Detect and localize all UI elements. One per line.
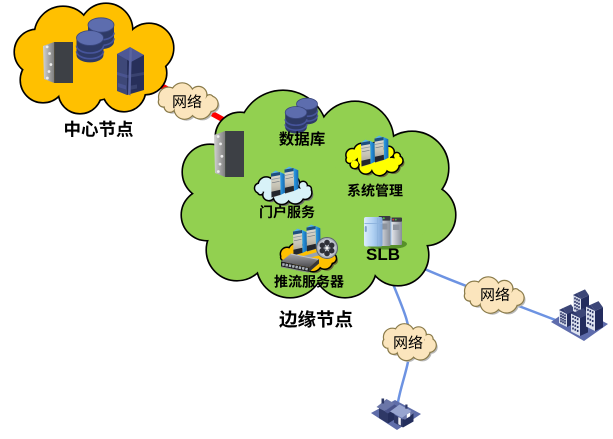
svg-text:SLB: SLB bbox=[366, 245, 400, 264]
